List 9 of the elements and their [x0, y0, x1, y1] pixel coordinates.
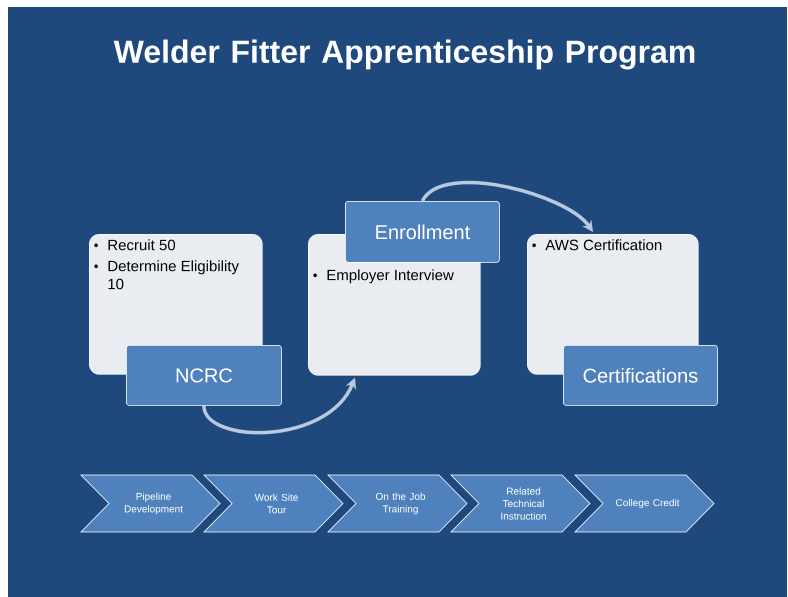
chevron-step: Pipeline Development: [80, 474, 221, 532]
chevron-step: College Credit: [574, 474, 715, 532]
heading-box: Certifications: [563, 344, 718, 406]
chevron-step: Work Site Tour: [203, 474, 344, 532]
heading-box: NCRC: [126, 344, 282, 406]
chevron-step: On the Job Training: [327, 474, 468, 532]
title: Welder Fitter Apprenticeship Program: [114, 40, 694, 70]
heading-box: Enrollment: [345, 200, 500, 263]
chevron-step: Related Technical Instruction: [450, 474, 591, 532]
